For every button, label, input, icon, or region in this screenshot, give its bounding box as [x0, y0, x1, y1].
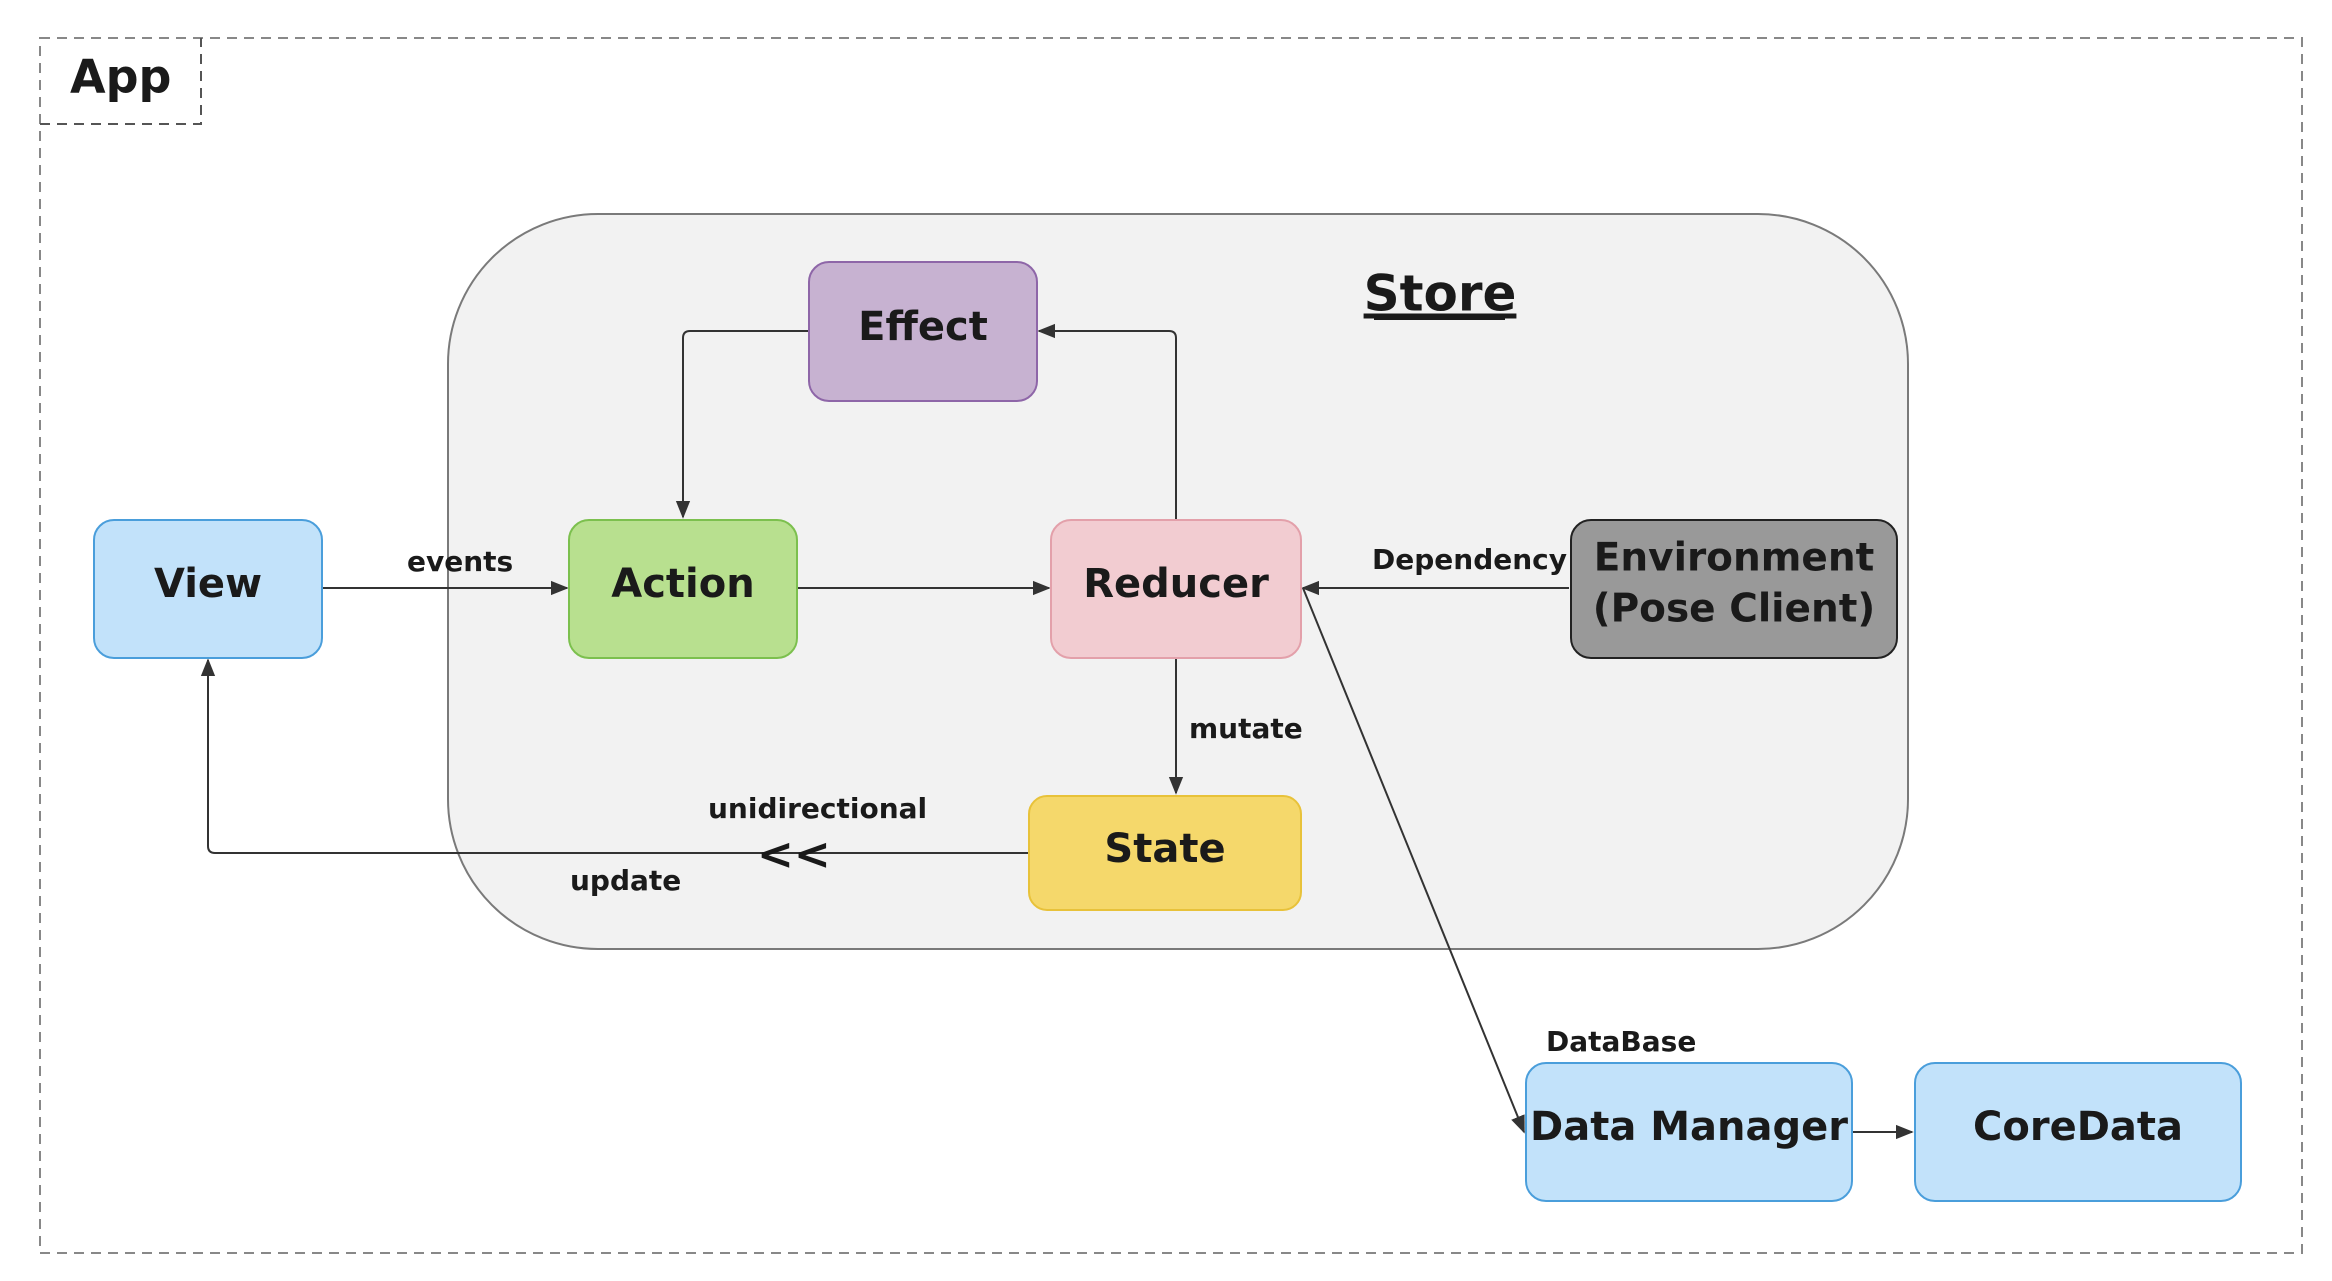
- node-state: State: [1028, 795, 1302, 911]
- app-frame-title: App: [70, 50, 171, 104]
- app-frame: [39, 37, 2303, 1254]
- node-coredata-box: [1914, 1062, 2242, 1202]
- node-environment-box: [1570, 519, 1898, 659]
- node-view: View: [93, 519, 323, 659]
- app-frame-tab: [40, 38, 202, 125]
- edge-state-to-view: [200, 658, 1028, 854]
- node-data-manager-box: [1525, 1062, 1853, 1202]
- edge-label-events: events: [407, 545, 513, 578]
- node-coredata: CoreData: [1914, 1062, 2242, 1202]
- store-title: Store: [1364, 265, 1517, 323]
- node-state-box: [1028, 795, 1302, 911]
- double-chevron-icon: <<: [757, 829, 831, 880]
- node-action-box: [568, 519, 798, 659]
- node-view-box: [93, 519, 323, 659]
- node-environment-label-line2: (Pose Client): [1593, 587, 1875, 632]
- edge-label-update: update: [570, 864, 681, 897]
- edge-label-mutate: mutate: [1189, 712, 1303, 745]
- node-view-label: View: [154, 561, 262, 607]
- edge-reducer-to-datamanager: [1302, 587, 1525, 1134]
- node-environment-label-line1: Environment: [1594, 536, 1874, 581]
- node-reducer-box: [1050, 519, 1302, 659]
- node-action: Action: [568, 519, 798, 659]
- node-reducer: Reducer: [1050, 519, 1302, 659]
- node-effect: Effect: [808, 261, 1038, 402]
- node-coredata-label: CoreData: [1973, 1104, 2183, 1150]
- node-data-manager: Data Manager: [1525, 1062, 1853, 1202]
- node-reducer-label: Reducer: [1083, 561, 1269, 607]
- node-action-label: Action: [611, 561, 754, 607]
- node-effect-box: [808, 261, 1038, 402]
- edge-label-database: DataBase: [1546, 1025, 1696, 1058]
- node-data-manager-label: Data Manager: [1530, 1104, 1848, 1150]
- edge-effect-to-action: [675, 330, 808, 519]
- edge-label-dependency: Dependency: [1372, 543, 1567, 576]
- node-state-label: State: [1104, 826, 1225, 872]
- node-environment: Environment (Pose Client): [1570, 519, 1898, 659]
- edge-label-unidirectional: unidirectional: [708, 792, 927, 825]
- node-effect-label: Effect: [858, 304, 988, 350]
- edge-reducer-to-effect: [1037, 323, 1177, 520]
